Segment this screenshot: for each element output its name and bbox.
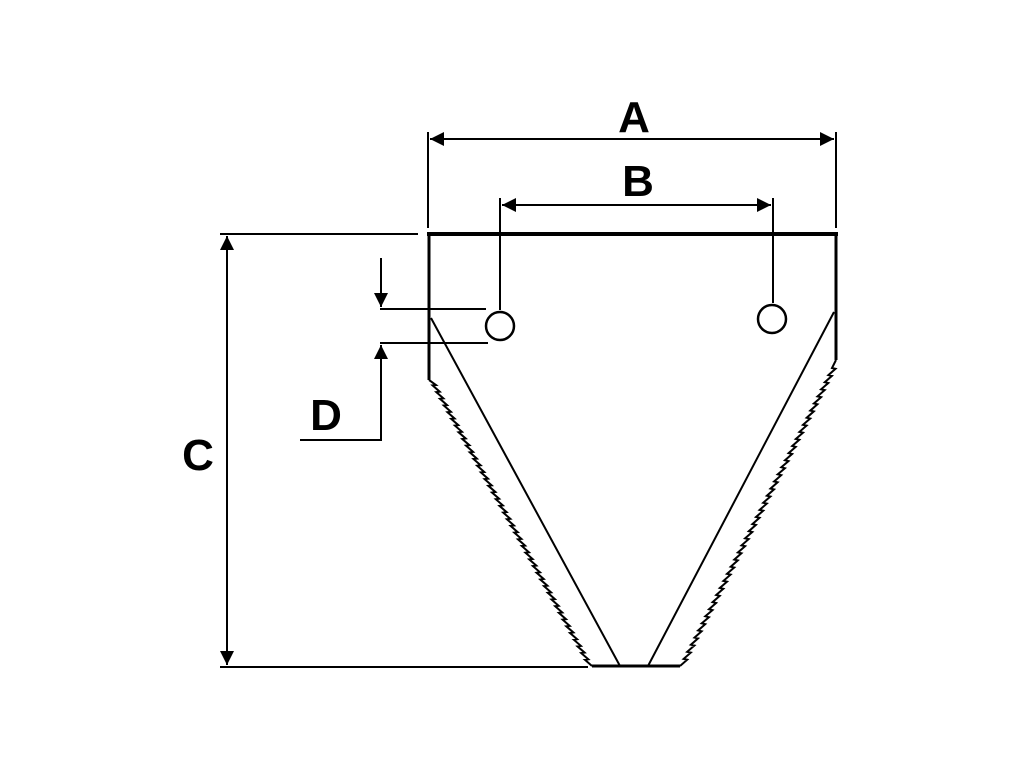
right-serrated-edge <box>679 359 838 667</box>
dimension-a <box>427 132 837 228</box>
dimension-c <box>220 233 588 668</box>
dimension-d <box>300 258 488 441</box>
dimension-b-label: B <box>622 157 654 206</box>
dimension-a-label: A <box>618 93 650 142</box>
blade-body <box>427 232 838 668</box>
dimension-c-label: C <box>182 431 214 480</box>
left-serrated-edge <box>428 379 593 667</box>
left-rivet-hole <box>484 310 516 342</box>
left-bevel-line <box>430 317 621 667</box>
dimension-d-label: D <box>310 391 342 440</box>
right-rivet-hole <box>756 303 788 335</box>
dimension-b <box>499 198 774 310</box>
right-bevel-line <box>647 311 835 667</box>
